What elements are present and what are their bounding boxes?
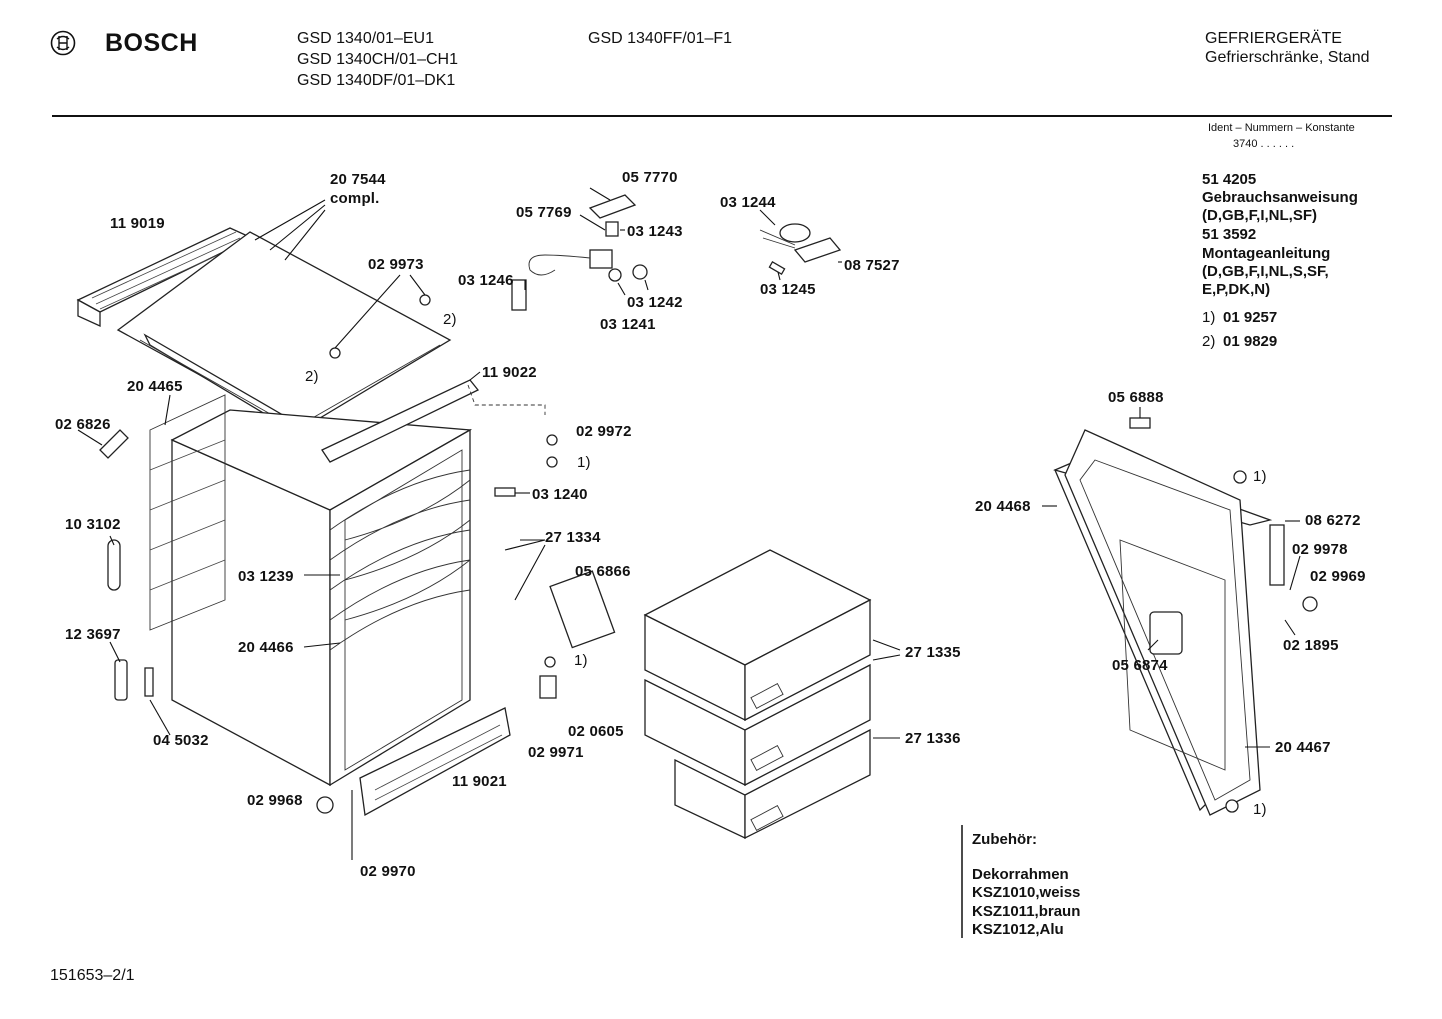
bosch-armature-icon	[50, 30, 76, 56]
note-label-2b: 2)	[305, 368, 319, 385]
top-grille	[76, 227, 254, 328]
part-label-029970: 02 9970	[360, 863, 416, 880]
part-label-031242: 03 1242	[627, 294, 683, 311]
part-label-045032: 04 5032	[153, 732, 209, 749]
cabinet-body	[170, 409, 473, 787]
note-value-1: 01 9257	[1223, 309, 1278, 326]
condenser-grid	[149, 394, 226, 631]
brand-name: BOSCH	[105, 29, 198, 57]
part-label-compl: compl.	[330, 190, 380, 207]
part-label-103102: 10 3102	[65, 516, 121, 533]
part-label-031241: 03 1241	[600, 316, 656, 333]
part-label-057770: 05 7770	[622, 169, 678, 186]
part-label-029969: 02 9969	[1310, 568, 1366, 585]
part-label-021895: 02 1895	[1283, 637, 1339, 654]
brand-logo	[50, 30, 76, 56]
model-line-4: GSD 1340FF/01–F1	[588, 30, 733, 47]
doc-line-5: Montageanleitung	[1202, 245, 1331, 262]
part-label-031239: 03 1239	[238, 568, 294, 585]
accessory-line-1: Dekorrahmen	[972, 866, 1069, 883]
part-label-029972: 02 9972	[576, 423, 632, 440]
ident-label: Ident – Nummern – Konstante	[1208, 122, 1355, 134]
part-label-026826: 02 6826	[55, 416, 111, 433]
model-line-3: GSD 1340DF/01–DK1	[297, 72, 456, 89]
part-label-119019: 11 9019	[110, 215, 165, 232]
leader-lines	[77, 187, 1301, 860]
part-label-029971: 02 9971	[528, 744, 584, 761]
doc-line-3: (D,GB,F,I,NL,SF)	[1202, 207, 1317, 224]
part-label-087527: 08 7527	[844, 257, 900, 274]
part-label-123697: 12 3697	[65, 626, 121, 643]
accessory-line-3: KSZ1011,braun	[972, 903, 1081, 920]
part-label-031240: 03 1240	[532, 486, 588, 503]
part-label-271336: 27 1336	[905, 730, 961, 747]
part-label-056866: 05 6866	[575, 563, 631, 580]
model-line-1: GSD 1340/01–EU1	[297, 30, 434, 47]
part-label-204468: 20 4468	[975, 498, 1031, 515]
part-label-204467: 20 4467	[1275, 739, 1331, 756]
model-line-2: GSD 1340CH/01–CH1	[297, 51, 458, 68]
part-label-271334: 27 1334	[545, 529, 601, 546]
door-assembly	[1053, 417, 1318, 816]
part-label-119022: 11 9022	[482, 364, 537, 381]
small-parts	[99, 294, 616, 814]
part-label-031245: 03 1245	[760, 281, 816, 298]
doc-line-7: E,P,DK,N)	[1202, 281, 1271, 298]
doc-line-4: 51 3592	[1202, 226, 1257, 243]
drawing-code: 151653–2/1	[50, 967, 135, 984]
part-label-056874: 05 6874	[1112, 657, 1168, 674]
part-label-204466: 20 4466	[238, 639, 294, 656]
doc-line-1: 51 4205	[1202, 171, 1257, 188]
accessory-line-2: KSZ1010,weiss	[972, 884, 1081, 901]
part-label-204465: 20 4465	[127, 378, 183, 395]
drawer-stack	[643, 549, 872, 840]
note-mark-2: 2)	[1202, 333, 1216, 350]
part-label-029968: 02 9968	[247, 792, 303, 809]
note-label-1c: 1)	[1253, 468, 1267, 485]
accessory-line-4: KSZ1012,Alu	[972, 921, 1064, 938]
part-label-056888: 05 6888	[1108, 389, 1164, 406]
part-label-029978: 02 9978	[1292, 541, 1348, 558]
doc-line-2: Gebrauchsanweisung	[1202, 189, 1358, 206]
evaporator-shelves	[329, 469, 471, 651]
part-label-031244: 03 1244	[720, 194, 776, 211]
note-label-1d: 1)	[1253, 801, 1267, 818]
note-label-2a: 2)	[443, 311, 457, 328]
note-value-2: 01 9829	[1223, 333, 1278, 350]
part-label-020605: 02 0605	[568, 723, 624, 740]
header-rule	[52, 115, 1392, 117]
part-label-031246: 03 1246	[458, 272, 514, 289]
part-label-029973: 02 9973	[368, 256, 424, 273]
bracket-rail	[321, 379, 546, 463]
part-label-086272: 08 6272	[1305, 512, 1361, 529]
doc-line-6: (D,GB,F,I,NL,S,SF,	[1202, 263, 1329, 280]
base-grille	[359, 707, 511, 817]
ident-value: 3740 . . . . . .	[1233, 138, 1295, 150]
accessories-heading: Zubehör:	[972, 831, 1037, 848]
note-mark-1: 1)	[1202, 309, 1216, 326]
note-label-1a: 1)	[577, 454, 591, 471]
part-label-031243: 03 1243	[627, 223, 683, 240]
part-label-119021: 11 9021	[452, 773, 507, 790]
thermostat-group	[511, 194, 842, 311]
category-subtitle: Gefrierschränke, Stand	[1205, 49, 1370, 66]
note-label-1b: 1)	[574, 652, 588, 669]
category-title: GEFRIERGERÄTE	[1205, 30, 1342, 47]
part-label-207544: 20 7544	[330, 171, 386, 188]
part-label-271335: 27 1335	[905, 644, 961, 661]
part-label-057769: 05 7769	[516, 204, 572, 221]
